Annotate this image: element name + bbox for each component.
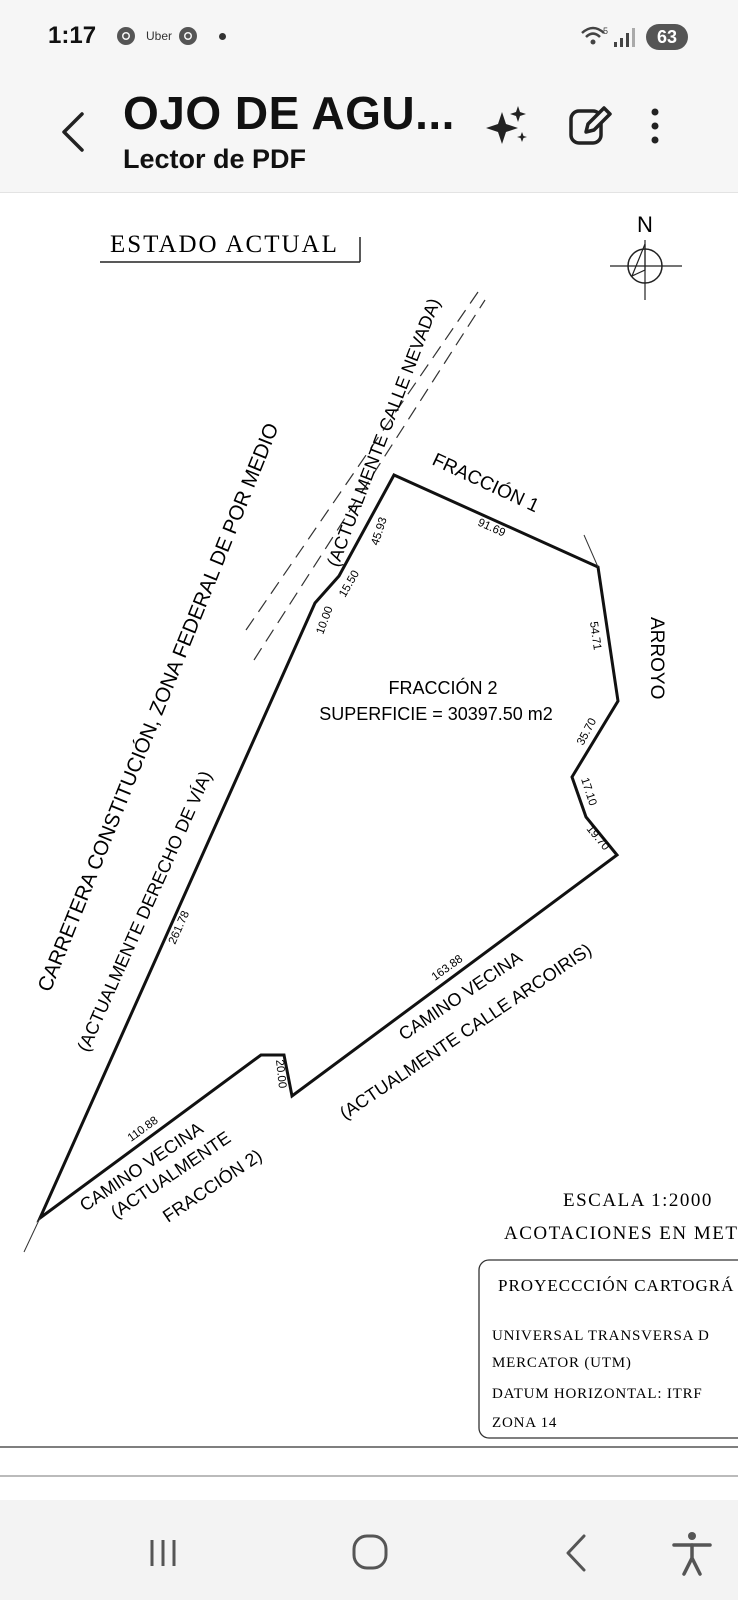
- edit-icon[interactable]: [566, 102, 614, 150]
- document-title: OJO DE AGU...: [123, 87, 455, 139]
- back-arrow-icon[interactable]: [52, 102, 96, 162]
- units-label: ACOTACIONES EN MET: [504, 1223, 738, 1244]
- back-icon[interactable]: [548, 1528, 608, 1578]
- projection-line: ZONA 14: [492, 1415, 557, 1431]
- boundary-tick: [583, 534, 599, 568]
- dim-label: 35.70: [575, 716, 599, 747]
- pdf-page[interactable]: ESTADO ACTUAL N FRACCIÓN 2 SUPERFICIE = …: [0, 193, 738, 1480]
- scale-label: ESCALA 1:2000: [563, 1190, 713, 1211]
- wifi-icon: 5: [581, 26, 608, 45]
- sparkle-icon[interactable]: [484, 102, 532, 150]
- dim-label: 20.00: [273, 1059, 288, 1089]
- app-bar: OJO DE AGU... Lector de PDF: [0, 72, 738, 193]
- label-fraccion-1: FRACCIÓN 1: [429, 449, 543, 518]
- north-label: N: [637, 212, 653, 237]
- projection-line: UNIVERSAL TRANSVERSA D: [492, 1328, 710, 1344]
- chrome-icon: [179, 27, 197, 45]
- label-arroyo: ARROYO: [646, 617, 667, 699]
- boundary-tick: [23, 1217, 41, 1253]
- survey-plan: ESTADO ACTUAL N FRACCIÓN 2 SUPERFICIE = …: [0, 212, 738, 1477]
- status-time: 1:17: [48, 22, 97, 49]
- more-vert-icon[interactable]: [640, 102, 670, 150]
- status-bar: 1:17 Uber 5 63: [0, 0, 738, 72]
- battery-indicator: 63: [646, 24, 688, 50]
- home-icon[interactable]: [340, 1528, 400, 1578]
- projection-line: MERCATOR (UTM): [492, 1355, 632, 1371]
- projection-line: DATUM HORIZONTAL: ITRF: [492, 1386, 703, 1402]
- recents-icon[interactable]: [134, 1528, 194, 1578]
- parcel-label: FRACCIÓN 2: [388, 677, 497, 698]
- dim-label: 45.93: [369, 516, 389, 547]
- chrome-icon: [117, 27, 135, 45]
- svg-text:5: 5: [603, 26, 608, 36]
- label-carretera: CARRETERA CONSTITUCIÓN, ZONA FEDERAL DE …: [33, 420, 283, 995]
- app-subtitle: Lector de PDF: [123, 144, 307, 174]
- uber-icon: Uber: [146, 29, 173, 43]
- road-edge-line: [245, 291, 479, 631]
- road-edge-line: [253, 299, 486, 661]
- plan-heading: ESTADO ACTUAL: [110, 231, 339, 258]
- dot-icon: [219, 33, 226, 40]
- system-nav-bar: [0, 1500, 738, 1600]
- area-label: SUPERFICIE = 30397.50 m2: [319, 704, 553, 724]
- dim-label: 10.00: [315, 605, 336, 636]
- dim-label: 110.88: [126, 1115, 161, 1145]
- north-arrow-icon: N: [610, 212, 682, 300]
- projection-title: PROYECCCIÓN CARTOGRÁ: [498, 1276, 734, 1295]
- dim-label: 19.70: [584, 823, 612, 853]
- accessibility-icon[interactable]: [662, 1528, 722, 1578]
- label-derecho-de-via: (ACTUALMENTE DERECHO DE VÍA): [73, 768, 215, 1055]
- dim-label: 54.71: [587, 621, 603, 651]
- property-boundary: [36, 473, 620, 1223]
- signal-icon: [614, 28, 635, 47]
- projection-box: [478, 1259, 738, 1439]
